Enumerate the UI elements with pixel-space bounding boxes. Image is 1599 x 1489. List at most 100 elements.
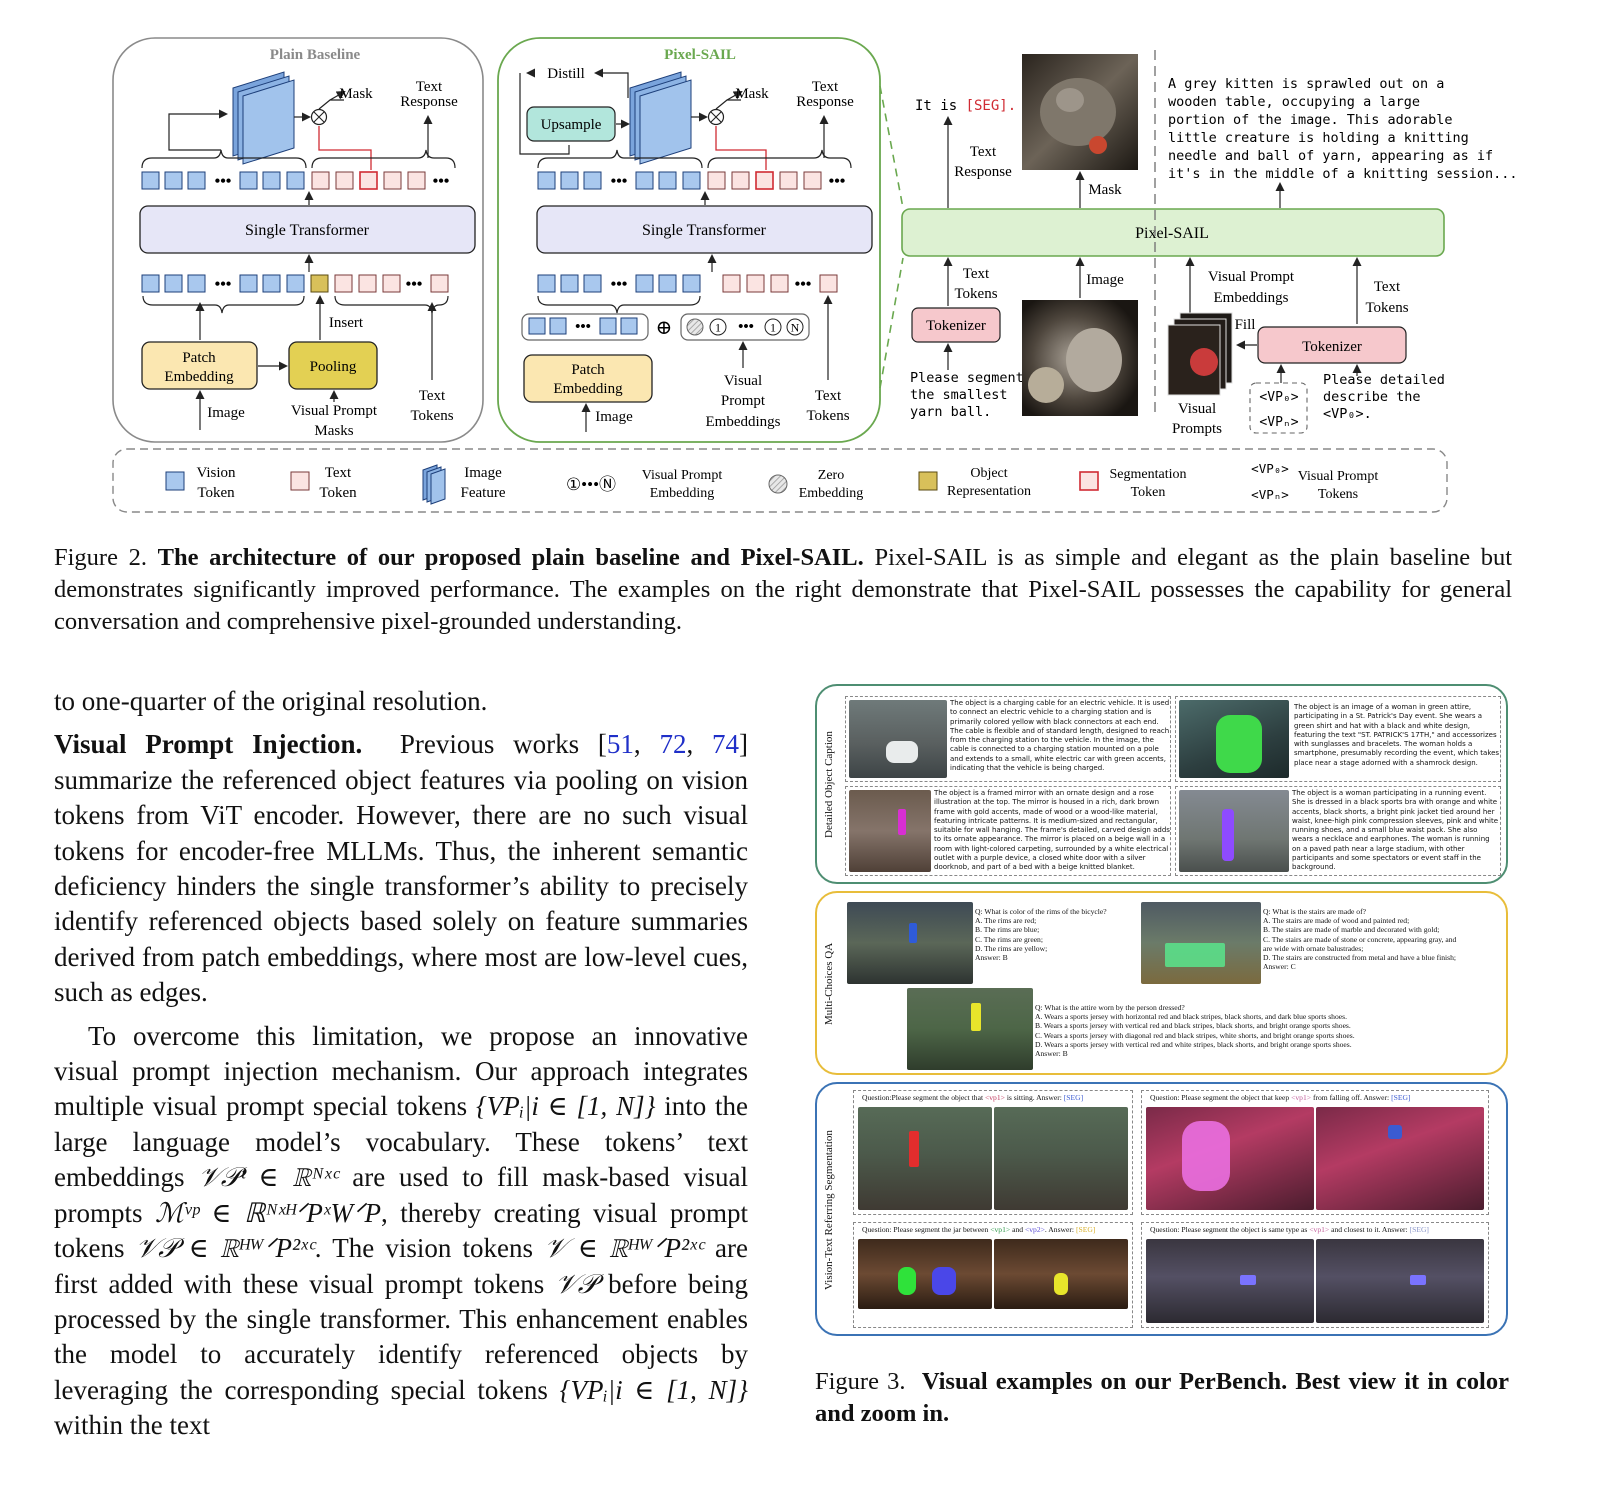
citation-link[interactable]: 72 [659, 729, 686, 759]
mask-overlay [971, 1003, 981, 1031]
mask-overlay [1222, 809, 1234, 861]
patch-embedding-label-1: Patch [182, 350, 216, 366]
legend-text-token-1: Text [325, 465, 352, 481]
ex-text-response-2: Response [954, 164, 1012, 180]
prompt-right-2: describe the [1323, 389, 1421, 405]
seg-photo [1146, 1239, 1314, 1323]
pixel-sail-panel: Pixel-SAIL Distill Upsample Mask Text Re… [498, 38, 880, 442]
distill-label: Distill [547, 66, 585, 82]
prompt-right-1: Please detailed [1323, 372, 1445, 388]
mask-overlay [1410, 1275, 1426, 1285]
mask-overlay [1054, 1273, 1068, 1295]
caption-line-5: needle and ball of yarn, appearing as if [1168, 148, 1493, 164]
vp-masks-label-2: Masks [314, 423, 353, 439]
svg-text:•••: ••• [611, 173, 628, 190]
text-tokens-label-1: Text [815, 388, 842, 404]
legend-image-feature-2: Feature [461, 485, 506, 501]
pixel-sail-bar-label: Pixel-SAIL [1135, 225, 1209, 242]
single-transformer-label: Single Transformer [245, 222, 370, 239]
caption-example-3: The object is a framed mirror with an or… [845, 786, 1171, 876]
seg-question-4: Question: Please segment the object is s… [1150, 1225, 1486, 1237]
section-label-qa: Multi-Choices QA [823, 903, 835, 1065]
legend-vision-token-1: Vision [196, 465, 236, 481]
caption-example-1: The object is a charging cable for an el… [845, 696, 1171, 782]
ex-text-tokens-1: Text [963, 266, 990, 282]
mask-overlay [1240, 1275, 1256, 1285]
mask-overlay [898, 809, 906, 835]
mask-label: Mask [339, 86, 373, 102]
figure-3-caption-title: Visual examples on our PerBench. Best vi… [815, 1368, 1509, 1427]
caption-line-4: little creature is holding a knitting [1168, 130, 1469, 146]
svg-text:•••: ••• [575, 319, 591, 335]
legend-object-rep-swatch [919, 472, 937, 490]
legend-text-token-swatch [291, 472, 309, 490]
seg-example-3: Question: Please segment the jar between… [853, 1222, 1133, 1328]
example-photo [1179, 790, 1289, 872]
vp-embeddings-label-3: Embeddings [706, 414, 781, 430]
car-shape [886, 741, 918, 763]
ex-image-label: Image [1086, 272, 1124, 288]
svg-text:•••: ••• [795, 276, 812, 293]
seg-question-1: Question:Please segment the object that … [862, 1093, 1132, 1105]
legend-text-token-2: Token [319, 485, 357, 501]
legend-zero-embedding-2: Embedding [799, 486, 864, 501]
figure-3-label: Figure 3. [815, 1368, 906, 1395]
qa-photo-3 [907, 988, 1033, 1070]
legend-vision-token-swatch [166, 472, 184, 490]
seg-example-1: Question:Please segment the object that … [853, 1090, 1133, 1215]
tokenizer-label: Tokenizer [926, 318, 986, 334]
legend: Vision Token Text Token Image Feature ①•… [113, 449, 1447, 512]
legend-vp0-icon: <VP₀> [1251, 461, 1289, 476]
svg-text:N: N [791, 321, 800, 335]
image-feature-stack [630, 72, 691, 164]
figure-2-caption-title: The architecture of our proposed plain b… [158, 544, 864, 571]
prompt-left-3: yarn ball. [910, 404, 991, 420]
figure-2-label: Figure 2. [54, 544, 147, 571]
insert-label: Insert [329, 315, 364, 331]
caption-line-6: it's in the middle of a knitting session… [1168, 166, 1518, 182]
qa-text-2: Q: What is the stairs are made of?A. The… [1263, 907, 1503, 993]
plain-baseline-panel: Plain Baseline Mask Text Response ••• [113, 38, 483, 442]
input-token-row: ••• ••• [142, 275, 448, 293]
qa-photo-1 [847, 902, 973, 984]
image-label: Image [595, 409, 633, 425]
figure-2-diagram: Plain Baseline Mask Text Response ••• [0, 0, 1599, 530]
legend-zero-embedding-icon [769, 475, 787, 493]
mask-overlay [1216, 715, 1262, 773]
figure-3-caption: Figure 3. Visual examples on our PerBenc… [815, 1366, 1509, 1430]
figure-3: Detailed Object Caption The object is a … [815, 684, 1509, 1344]
legend-image-feature-icon [423, 465, 445, 504]
text-tokens-label-2: Tokens [806, 408, 849, 424]
caption-line-3: portion of the image. This adorable [1168, 112, 1452, 128]
legend-vp-embedding-1: Visual Prompt [642, 468, 723, 483]
vp-embeddings-label-2: Prompt [721, 393, 766, 409]
legend-vp-tokens-2: Tokens [1318, 487, 1358, 502]
svg-text:1: 1 [770, 321, 776, 335]
upsample-label: Upsample [541, 117, 602, 133]
patch-embedding-label-1: Patch [571, 362, 605, 378]
detailed-object-caption-panel: Detailed Object Caption The object is a … [815, 684, 1508, 884]
legend-object-rep-2: Representation [947, 484, 1031, 499]
single-transformer-label: Single Transformer [642, 222, 767, 239]
prompt-left-1: Please segment [910, 370, 1024, 386]
response-it-is: It is [SEG]. [915, 98, 1016, 114]
seg-photo [858, 1239, 992, 1309]
prompt-right-3: <VP₀>. [1323, 406, 1372, 422]
caption-example-4: The object is a woman participating in a… [1175, 786, 1501, 876]
plain-baseline-title: Plain Baseline [270, 47, 361, 63]
paragraph-2: To overcome this limitation, we propose … [54, 1019, 748, 1444]
legend-image-feature-1: Image [464, 465, 502, 481]
mask-overlay [1165, 943, 1225, 967]
ex-vp-embeddings-2: Embeddings [1214, 290, 1289, 306]
citation-link[interactable]: 51 [607, 729, 634, 759]
legend-seg-token-swatch [1080, 472, 1098, 490]
svg-text:1: 1 [715, 321, 721, 335]
seg-photo [1316, 1239, 1484, 1323]
pixel-sail-title: Pixel-SAIL [664, 47, 736, 63]
text-tokens-label-1: Text [419, 388, 446, 404]
visual-prompts-label-1: Visual [1178, 401, 1216, 417]
text-tokens-label-2: Tokens [410, 408, 453, 424]
citation-link[interactable]: 74 [712, 729, 739, 759]
legend-vp-tokens-1: Visual Prompt [1298, 469, 1379, 484]
seg-photo [994, 1107, 1128, 1210]
